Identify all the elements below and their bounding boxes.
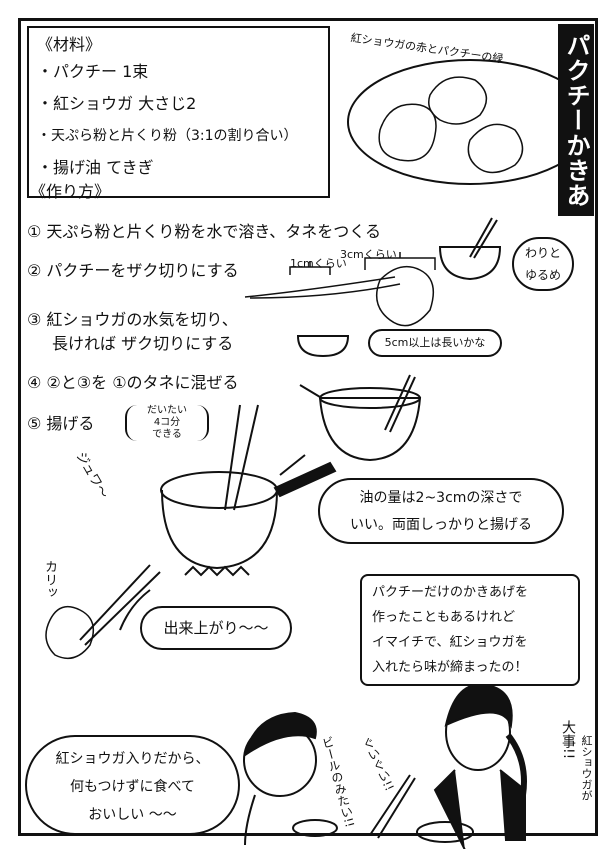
woman-speech-line: パクチーだけのかきあげを <box>372 585 529 600</box>
woman-speech-bubble: パクチーだけのかきあげを 作ったこともあるけれど イマイチで、紅ショウガを 入れ… <box>360 574 580 686</box>
kid-figure <box>243 711 338 846</box>
step-3-cont: 長ければ ザク切りにする <box>52 334 234 353</box>
oil-note-line: いい。両面しっかりと揚げる <box>350 517 532 533</box>
step-5-note-line: 4コ分 <box>153 417 181 428</box>
kid-speech-line: 何もつけずに食べて <box>70 779 195 795</box>
cut-3cm-label: 3cmくらい <box>340 248 397 261</box>
ingredients-heading: 《材料》 <box>37 35 102 54</box>
ingredient-item: ・紅ショウガ 大さじ2 <box>37 94 197 113</box>
frying-pan <box>160 404 337 577</box>
batter-note-bubble: わりと ゆるめ <box>512 237 574 291</box>
ginger-bowl <box>296 335 350 358</box>
step-4: ④ ②と③を ①のタネに混ぜる <box>27 373 239 392</box>
recipe-title: パクチーかきあげ <box>526 24 594 216</box>
kid-speech-line: おいしい 〜〜 <box>88 807 177 823</box>
step-5: ⑤ 揚げる <box>27 414 95 433</box>
method-heading: 《作り方》 <box>30 182 111 201</box>
batter-note-line: わりと <box>524 246 561 260</box>
step-1: ① 天ぷら粉と片くり粉を水で溶き、タネをつくる <box>27 222 381 241</box>
kid-speech-line: 紅ショウガ入りだから、 <box>55 751 210 767</box>
woman-figure <box>369 683 527 849</box>
ingredient-item: ・パクチー 1束 <box>37 62 149 81</box>
sfx-crunch: カリッ <box>42 560 57 599</box>
oil-note-bubble: 油の量は2~3cmの深さで いい。両面しっかりと揚げる <box>318 478 564 544</box>
woman-speech-line: イマイチで、紅ショウガを <box>372 635 528 650</box>
kid-speech-bubble: 紅ショウガ入りだから、 何もつけずに食べて おいしい 〜〜 <box>25 735 240 835</box>
oil-note-line: 油の量は2~3cmの深さで <box>359 490 523 506</box>
important-sub-label: 紅ショウガが <box>580 735 593 801</box>
panel-frame <box>18 18 598 836</box>
mixing-bowl <box>279 374 422 476</box>
cut-1cm-label: 1cmくらい <box>290 257 347 270</box>
kakiage-on-chopsticks <box>45 564 161 660</box>
batter-note-line: ゆるめ <box>524 268 561 282</box>
ingredient-item: ・天ぷら粉と片くり粉（3:1の割り合い） <box>37 128 298 144</box>
important-label: 大事!! <box>560 720 576 760</box>
step-2: ② パクチーをザク切りにする <box>27 261 239 280</box>
step-3: ③ 紅ショウガの水気を切り、 <box>27 310 238 329</box>
ingredients-box: 《材料》 ・パクチー 1束 ・紅ショウガ 大さじ2 ・天ぷら粉と片くり粉（3:1… <box>27 26 330 198</box>
done-bubble: 出来上がり〜〜 <box>140 606 292 650</box>
step-5-note-line: だいたい <box>147 405 187 416</box>
batter-bowl <box>438 217 502 281</box>
woman-speech-line: 作ったこともあるけれど <box>372 610 516 625</box>
ingredient-item: ・揚げ油 てきぎ <box>37 158 154 177</box>
cilantro-drawing <box>244 252 436 327</box>
step-5-note-line: できる <box>152 429 182 440</box>
step-5-note: だいたい 4コ分 できる <box>125 405 209 441</box>
ginger-note-bubble: 5cm以上は長いかな <box>368 329 502 357</box>
kakiage-on-plate <box>378 76 524 174</box>
woman-speech-line: 入れたら味が締まったの！ <box>372 660 528 675</box>
